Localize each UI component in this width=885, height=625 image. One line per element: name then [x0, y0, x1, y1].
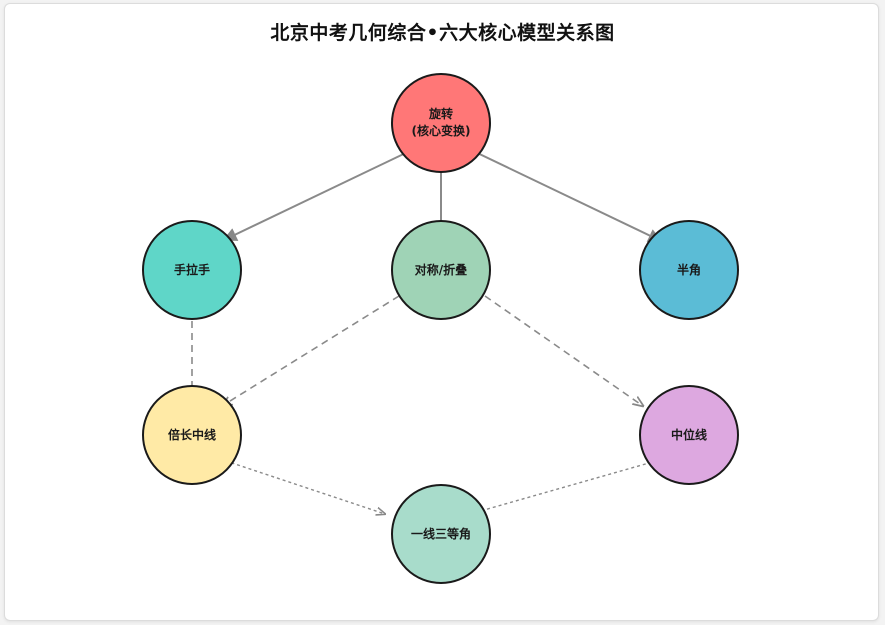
- diagram-title: 北京中考几何综合•六大核心模型关系图: [270, 22, 615, 44]
- node-double-median[interactable]: 倍长中线: [142, 385, 242, 485]
- node-rotation-sublabel: (核心变换): [411, 124, 471, 138]
- node-double-median-label: 倍长中线: [167, 427, 216, 442]
- edge-double-median-trisection: [219, 458, 385, 514]
- node-trisection[interactable]: 一线三等角: [391, 484, 491, 584]
- edge-rotation-hand-in-hand: [222, 148, 415, 241]
- node-rotation-label: 旋转: [428, 107, 453, 121]
- node-half-angle[interactable]: 半角: [639, 220, 739, 320]
- node-trisection-label: 一线三等角: [410, 526, 471, 541]
- node-symmetry-label: 对称/折叠: [414, 262, 468, 277]
- node-midline-label: 中位线: [670, 427, 707, 442]
- edge-symmetry-midline: [484, 295, 643, 406]
- edge-symmetry-double-median: [222, 295, 400, 406]
- edge-midline-trisection: [470, 458, 664, 514]
- node-hand-in-hand-label: 手拉手: [173, 262, 210, 277]
- edge-rotation-half-angle: [468, 148, 663, 242]
- node-hand-in-hand[interactable]: 手拉手: [142, 220, 242, 320]
- node-rotation[interactable]: 旋转 (核心变换): [391, 73, 491, 173]
- node-midline[interactable]: 中位线: [639, 385, 739, 485]
- node-symmetry[interactable]: 对称/折叠: [391, 220, 491, 320]
- node-half-angle-label: 半角: [676, 262, 701, 277]
